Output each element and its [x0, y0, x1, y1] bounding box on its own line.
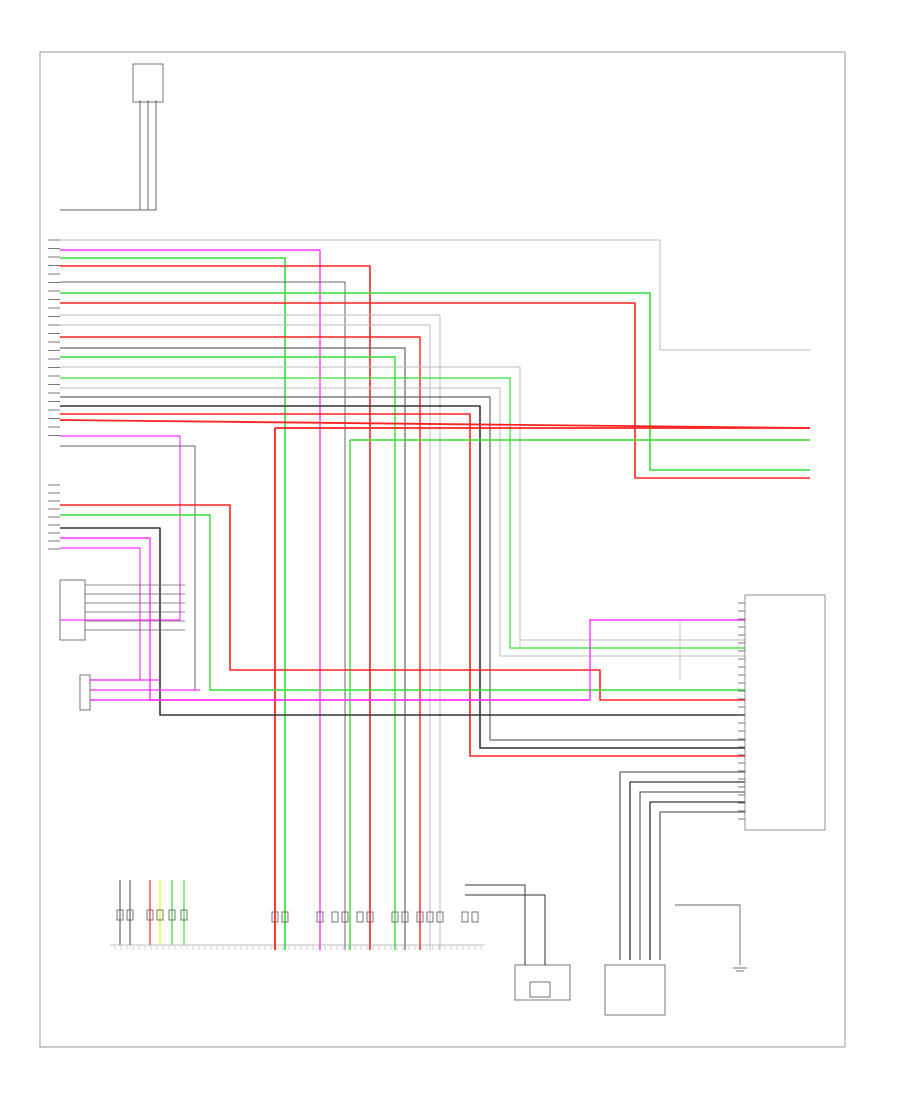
bottom-middle-component: [514, 964, 571, 1001]
bottom-pin-terminal: [281, 911, 289, 923]
wire-green-2: [60, 292, 810, 471]
wire-pink-4: [60, 547, 141, 681]
wire-gray-4: [60, 445, 196, 691]
wire-lower-right-0: [619, 771, 745, 960]
wire-lower-right-4: [659, 811, 745, 960]
wire-lower-right-2: [639, 791, 745, 960]
wire-pink-2: [60, 435, 181, 621]
wire-green-7: [60, 514, 745, 691]
wire-gray-2: [60, 347, 406, 950]
wire-red-3: [60, 336, 421, 950]
wire-red-5: [59, 419, 811, 429]
wire-gray-3: [60, 396, 745, 741]
wire-lower-right-1: [629, 781, 745, 960]
bottom-pin-terminal: [471, 911, 479, 923]
wire-red-4: [60, 413, 745, 757]
top-connector-wire-0: [60, 100, 141, 211]
wire-dark-1: [60, 405, 745, 749]
wire-pink-3: [60, 537, 745, 701]
bottom-pin-terminal: [401, 911, 409, 923]
wire-bm-1: [465, 884, 526, 965]
bottom-pin-terminal: [180, 909, 188, 921]
bottom-pin-terminal: [416, 911, 424, 923]
wire-red-8: [60, 504, 745, 701]
bottom-pin-terminal: [116, 909, 124, 921]
wire-gray-1: [60, 281, 346, 950]
wire-light-4: [60, 366, 745, 641]
wire-green-1: [60, 257, 286, 950]
bottom-right-component: [604, 964, 666, 1016]
left-lower-connector: [79, 674, 91, 711]
wire-red-1: [60, 265, 371, 950]
wire-dark-2: [60, 527, 745, 716]
wire-light-2: [60, 314, 441, 950]
wire-pink-1: [60, 249, 321, 950]
bottom-pin-terminal: [271, 911, 279, 923]
bottom-pin-terminal: [156, 909, 164, 921]
wire-lower-right-3: [649, 801, 745, 960]
left-switch-component: [59, 579, 86, 641]
wire-ground: [675, 904, 741, 965]
bottom-pin-terminal: [331, 911, 339, 923]
wire-bm-2: [465, 894, 546, 965]
bottom-pin-terminal: [146, 909, 154, 921]
top-connector-wire-1: [60, 100, 149, 211]
bottom-middle-inner: [529, 981, 551, 998]
wire-green-4: [60, 377, 745, 649]
wire-light-5: [60, 387, 745, 657]
top-connector-wire-2: [60, 100, 157, 211]
page-border: [39, 51, 846, 1048]
bottom-pin-terminal: [126, 909, 134, 921]
wire-light: [60, 239, 810, 351]
wire-red-2: [60, 302, 810, 479]
bottom-pin-terminal: [436, 911, 444, 923]
bottom-pin-terminal: [366, 911, 374, 923]
bottom-pin-terminal: [426, 911, 434, 923]
bottom-pin-terminal: [316, 911, 324, 923]
wire-green-3: [60, 356, 396, 950]
right-module-connector: [744, 594, 826, 831]
components: [48, 63, 826, 1016]
bottom-pin-terminal: [391, 911, 399, 923]
bottom-pin-terminal: [168, 909, 176, 921]
wires: [59, 100, 811, 965]
wire-light-3: [60, 324, 431, 950]
bottom-pin-terminal: [341, 911, 349, 923]
bottom-pin-terminal: [461, 911, 469, 923]
top-connector: [132, 63, 164, 103]
bottom-pin-terminal: [356, 911, 364, 923]
